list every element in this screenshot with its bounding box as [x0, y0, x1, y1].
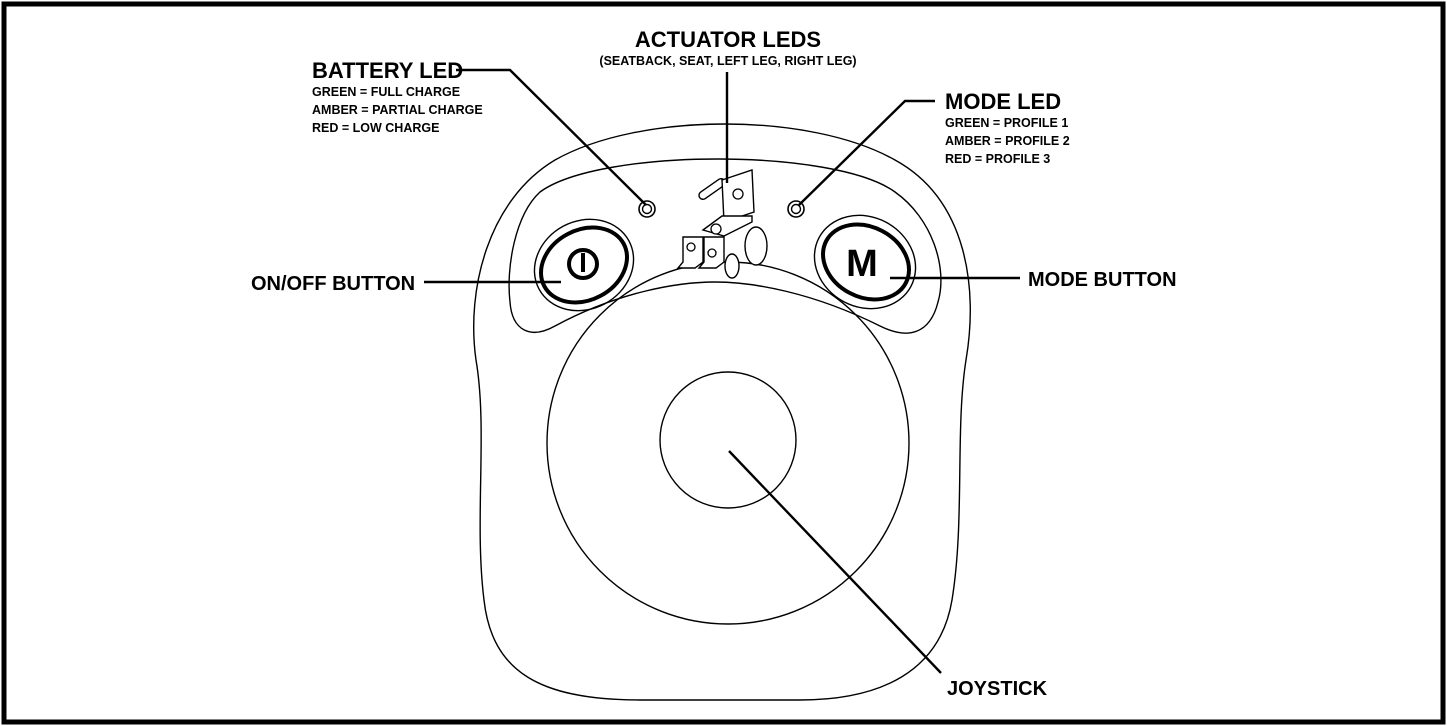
left-leg-led-icon	[678, 237, 703, 268]
large-oval-led	[745, 227, 767, 265]
mode-led-line-1: GREEN = PROFILE 1	[945, 116, 1068, 130]
on-off-button[interactable]	[518, 202, 649, 328]
battery-led-title: BATTERY LED	[312, 58, 463, 83]
mode-led-line-2: AMBER = PROFILE 2	[945, 134, 1070, 148]
battery-led-line-3: RED = LOW CHARGE	[312, 121, 439, 135]
diagram-border	[4, 4, 1443, 722]
small-oval-led	[725, 254, 739, 278]
joystick-knob[interactable]	[660, 372, 796, 508]
leader-lines	[424, 70, 1020, 673]
mode-led-line-3: RED = PROFILE 3	[945, 152, 1050, 166]
mode-glyph: M	[846, 243, 878, 285]
battery-led	[639, 201, 655, 217]
battery-led-label: BATTERY LED GREEN = FULL CHARGE AMBER = …	[312, 58, 483, 135]
battery-led-line-1: GREEN = FULL CHARGE	[312, 85, 460, 99]
on-off-button-label: ON/OFF BUTTON	[251, 273, 415, 295]
battery-led-line-2: AMBER = PARTIAL CHARGE	[312, 103, 483, 117]
mode-button[interactable]: M	[798, 198, 932, 326]
mode-button-label: MODE BUTTON	[1028, 269, 1177, 291]
actuator-leds-subtitle: (SEATBACK, SEAT, LEFT LEG, RIGHT LEG)	[599, 54, 856, 68]
mode-led-title: MODE LED	[945, 89, 1061, 114]
seat-led-icon	[703, 216, 752, 236]
actuator-leds	[678, 170, 767, 278]
actuator-leds-title: ACTUATOR LEDS	[635, 27, 821, 52]
mode-led-label: MODE LED GREEN = PROFILE 1 AMBER = PROFI…	[945, 89, 1070, 166]
mode-led-leader	[799, 101, 935, 205]
joystick-leader	[729, 451, 941, 673]
controller-body	[474, 124, 971, 700]
joystick-label: JOYSTICK	[947, 678, 1048, 700]
actuator-leds-label: ACTUATOR LEDS (SEATBACK, SEAT, LEFT LEG,…	[599, 27, 856, 68]
